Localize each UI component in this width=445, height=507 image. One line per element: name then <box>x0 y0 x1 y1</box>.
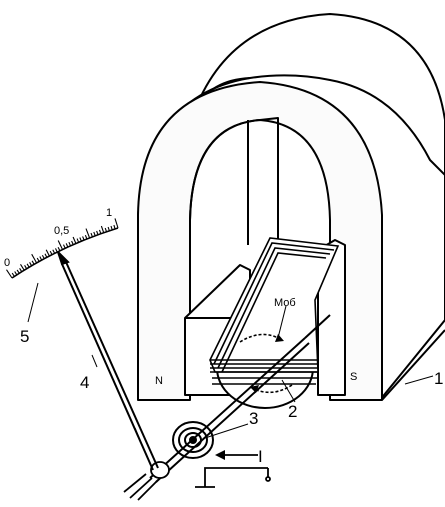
scale-tick <box>20 264 25 271</box>
label-part-5: 5 <box>20 327 29 346</box>
scale-tick <box>57 240 63 250</box>
axle <box>149 314 331 483</box>
scale-tick <box>39 256 43 261</box>
scale-tick <box>79 237 82 242</box>
scale-tick <box>114 218 119 229</box>
leader-moment <box>277 305 287 339</box>
scale-tick <box>76 238 80 243</box>
label-part-3: 3 <box>249 409 258 428</box>
leader-lines <box>27 282 434 439</box>
scale-label-1: 1 <box>106 207 112 219</box>
current-leads <box>195 450 271 488</box>
scale-label-05: 0,5 <box>54 225 69 237</box>
scale-tick <box>71 240 74 245</box>
permanent-magnet <box>137 13 445 401</box>
moving-coil <box>209 237 340 394</box>
scale-tick <box>11 272 15 277</box>
bottom-pivot <box>123 461 170 501</box>
scale-tick <box>68 241 72 247</box>
scale-tick <box>14 271 18 276</box>
scale-tick <box>31 260 35 265</box>
leader-3 <box>204 423 249 439</box>
rotation-arrow-lower <box>251 384 293 394</box>
scale-tick <box>24 265 28 269</box>
leader-5 <box>27 282 39 323</box>
scale-tick <box>65 243 69 248</box>
pointer <box>57 251 159 471</box>
scale-tick <box>52 249 56 254</box>
scale-tick <box>72 236 77 244</box>
scale-tick <box>104 227 108 232</box>
label-part-1: 1 <box>434 369 443 388</box>
scale-tick <box>19 268 23 272</box>
magnet-back-arch <box>194 13 445 401</box>
scale-tick <box>16 269 20 274</box>
scale-tick <box>63 244 66 249</box>
label-s-pole: S <box>350 371 357 383</box>
scale-tick <box>44 253 48 258</box>
scale-tick <box>41 254 45 259</box>
scale-tick <box>107 226 110 231</box>
scale-tick <box>84 234 88 240</box>
leader-4 <box>91 354 98 368</box>
scale-tick <box>85 228 91 239</box>
scale-tick <box>110 225 113 230</box>
leader-1 <box>404 375 434 385</box>
scale-tick <box>55 248 58 253</box>
spiral-spring <box>172 421 214 459</box>
scale-tick <box>45 249 50 257</box>
scale-tick <box>26 263 30 268</box>
scale-tick <box>6 269 13 279</box>
scale-tick <box>29 262 33 267</box>
scale-tick <box>36 257 40 262</box>
label-part-2: 2 <box>288 402 297 421</box>
scale-ticks <box>6 218 119 279</box>
scale-tick <box>98 229 102 234</box>
scale-label-0: 0 <box>4 257 10 269</box>
scale-tick <box>100 225 105 233</box>
leader-2 <box>281 379 296 403</box>
scale <box>6 218 119 279</box>
scale-tick <box>90 232 93 237</box>
label-part-4: 4 <box>80 373 89 392</box>
label-moment: Моб <box>274 297 296 309</box>
scale-tick <box>31 253 38 264</box>
scale-tick <box>96 230 99 235</box>
scale-arc <box>11 227 119 279</box>
label-current: I <box>258 447 263 466</box>
scale-tick <box>49 250 53 255</box>
scale-tick <box>113 224 116 230</box>
scale-tick <box>82 236 85 241</box>
label-n-pole: N <box>155 375 163 387</box>
scale-tick <box>93 231 96 236</box>
scale-tick <box>57 246 61 252</box>
